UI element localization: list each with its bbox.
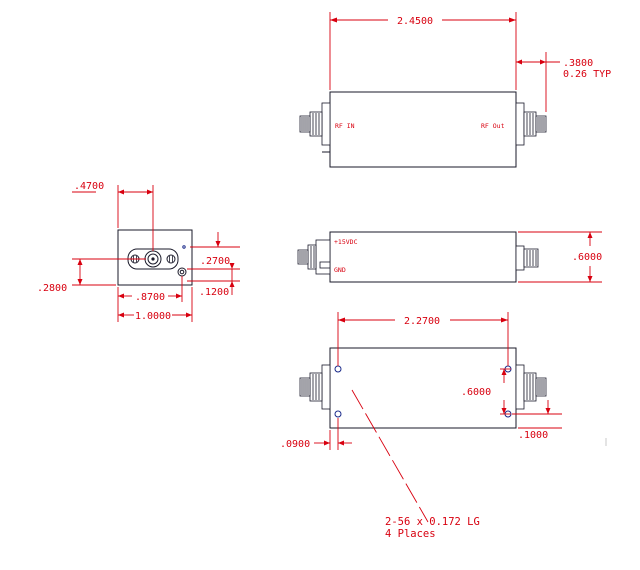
hole-spacing-y-dim: .6000 (461, 387, 491, 398)
mounting-hole-top-left (334, 365, 342, 373)
connector-typ-note: 0.26 TYP (563, 69, 611, 80)
hole-edge-left-dim: .0900 (280, 439, 310, 450)
end-view-housing (117, 229, 193, 286)
center-pin (151, 257, 155, 261)
hole-note-line1: 2-56 x 0.172 LG (385, 516, 480, 528)
bottom-left-connector (299, 364, 331, 410)
side-view-housing (329, 231, 517, 283)
end-height-dim: .2800 (37, 283, 67, 294)
rf-in-connector (299, 102, 331, 146)
power-label: +15VDC (334, 238, 358, 246)
pin-height-2-dim: .1200 (199, 287, 229, 298)
ground-label: GND (334, 266, 346, 274)
top-length-dim: 2.4500 (397, 16, 433, 27)
end-width-dim: 1.0000 (135, 311, 171, 322)
mounting-hole-bottom-left (334, 410, 342, 418)
hole-note-leader (351, 389, 429, 523)
hole-spacing-x-dim: 2.2700 (404, 316, 440, 327)
hole-note-line2: 4 Places (385, 528, 436, 540)
rf-out-connector (515, 102, 547, 146)
pin-spacing-dim: .8700 (135, 292, 165, 303)
connector-length-dim: .3800 (563, 58, 593, 69)
flange-screw-right (166, 254, 176, 264)
connector-offset-dim: .4700 (74, 181, 104, 192)
end-view: .4700 .2800 .8700 1.0000 .2700 (37, 181, 240, 322)
side-left-connector (297, 239, 331, 275)
power-feedthru (177, 267, 187, 277)
bottom-right-connector (515, 364, 547, 410)
ground-pin (182, 245, 186, 249)
side-view: +15VDC GND .6000 (297, 231, 602, 283)
top-view: RF IN RF Out 2.4500 .3800 0.26 TYP (299, 12, 611, 168)
pin-height-dim: .2700 (200, 256, 230, 267)
hole-edge-right-dim: .1000 (518, 430, 548, 441)
rf-out-label: RF Out (481, 122, 505, 130)
bottom-view: 2.2700 .6000 .0900 .1000 2-56 x 0.172 LG… (280, 312, 562, 540)
side-height-dim: .6000 (572, 252, 602, 263)
rf-in-label: RF IN (335, 122, 355, 130)
side-right-connector (515, 245, 539, 271)
